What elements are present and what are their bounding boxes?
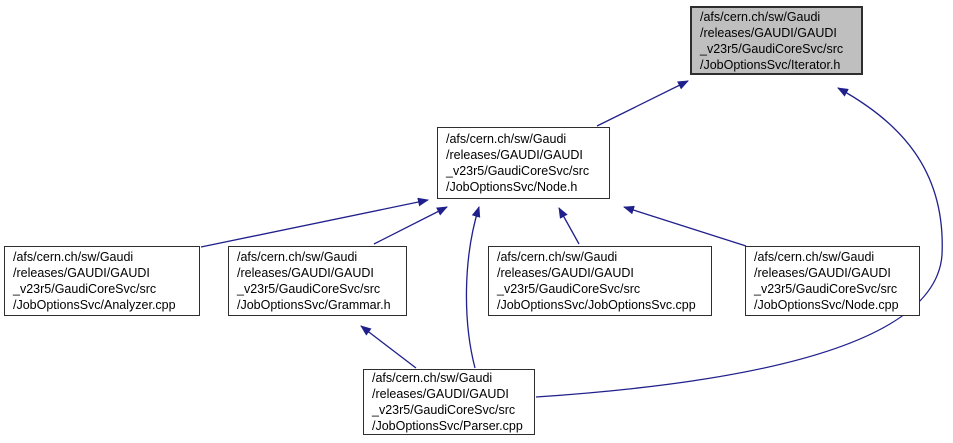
node-label-line: /afs/cern.ch/sw/Gaudi xyxy=(446,132,567,146)
edge-node-h-to-iterator-h xyxy=(596,80,689,127)
node-label-line: /afs/cern.ch/sw/Gaudi xyxy=(497,250,618,264)
graph-node-grammar-h[interactable]: /afs/cern.ch/sw/Gaudi /releases/GAUDI/GA… xyxy=(228,246,407,316)
edge-joboptionssvc-cpp-to-node-h xyxy=(558,207,580,245)
node-label-line: /afs/cern.ch/sw/Gaudi xyxy=(237,250,358,264)
node-label-line: /releases/GAUDI/GAUDI xyxy=(372,387,509,401)
node-label-line: /afs/cern.ch/sw/Gaudi xyxy=(372,371,493,385)
node-label-line: /releases/GAUDI/GAUDI xyxy=(13,266,150,280)
node-label-line: _v23r5/GaudiCoreSvc/src xyxy=(700,41,844,56)
graph-node-node-h[interactable]: /afs/cern.ch/sw/Gaudi /releases/GAUDI/GA… xyxy=(437,127,610,199)
node-label-line: /releases/GAUDI/GAUDI xyxy=(446,148,583,162)
node-label-line: _v23r5/GaudiCoreSvc/src xyxy=(754,282,898,296)
node-label-line: /JobOptionsSvc/Node.cpp xyxy=(754,298,899,312)
node-label-line: /JobOptionsSvc/Node.h xyxy=(446,180,578,194)
graph-node-joboptionssvc-cpp[interactable]: /afs/cern.ch/sw/Gaudi /releases/GAUDI/GA… xyxy=(488,246,712,316)
node-label-line: /releases/GAUDI/GAUDI xyxy=(700,25,837,40)
edge-node-cpp-to-node-h xyxy=(623,205,747,247)
node-label-line: /JobOptionsSvc/Parser.cpp xyxy=(372,419,523,433)
node-label-line: _v23r5/GaudiCoreSvc/src xyxy=(237,282,381,296)
node-label-line: _v23r5/GaudiCoreSvc/src xyxy=(446,164,590,178)
graph-node-parser-cpp[interactable]: /afs/cern.ch/sw/Gaudi /releases/GAUDI/GA… xyxy=(363,369,535,435)
edge-parser-cpp-to-grammar-h xyxy=(360,325,417,369)
graph-node-node-cpp[interactable]: /afs/cern.ch/sw/Gaudi /releases/GAUDI/GA… xyxy=(745,246,920,316)
node-label-line: /releases/GAUDI/GAUDI xyxy=(237,266,374,280)
node-label-line: /JobOptionsSvc/Analyzer.cpp xyxy=(13,298,176,312)
node-label-line: /releases/GAUDI/GAUDI xyxy=(497,266,634,280)
edge-analyzer-cpp-to-node-h xyxy=(200,197,429,248)
node-label-line: _v23r5/GaudiCoreSvc/src xyxy=(497,282,641,296)
node-label-line: _v23r5/GaudiCoreSvc/src xyxy=(372,403,516,417)
graph-node-iterator-h: /afs/cern.ch/sw/Gaudi /releases/GAUDI/GA… xyxy=(690,6,863,75)
node-label-line: /afs/cern.ch/sw/Gaudi xyxy=(700,9,821,24)
node-label-line: /afs/cern.ch/sw/Gaudi xyxy=(13,250,134,264)
node-label-line: /JobOptionsSvc/Grammar.h xyxy=(237,298,391,312)
edge-parser-cpp-to-iterator-h xyxy=(535,87,943,398)
node-label-line: _v23r5/GaudiCoreSvc/src xyxy=(13,282,157,296)
node-label-line: /JobOptionsSvc/JobOptionsSvc.cpp xyxy=(497,298,696,312)
node-label-line: /JobOptionsSvc/Iterator.h xyxy=(700,57,841,72)
graph-node-analyzer-cpp[interactable]: /afs/cern.ch/sw/Gaudi /releases/GAUDI/GA… xyxy=(4,246,200,316)
edge-grammar-h-to-node-h xyxy=(373,206,448,245)
edge-parser-cpp-to-node-h xyxy=(465,206,481,369)
node-label-line: /releases/GAUDI/GAUDI xyxy=(754,266,891,280)
node-label-line: /afs/cern.ch/sw/Gaudi xyxy=(754,250,875,264)
